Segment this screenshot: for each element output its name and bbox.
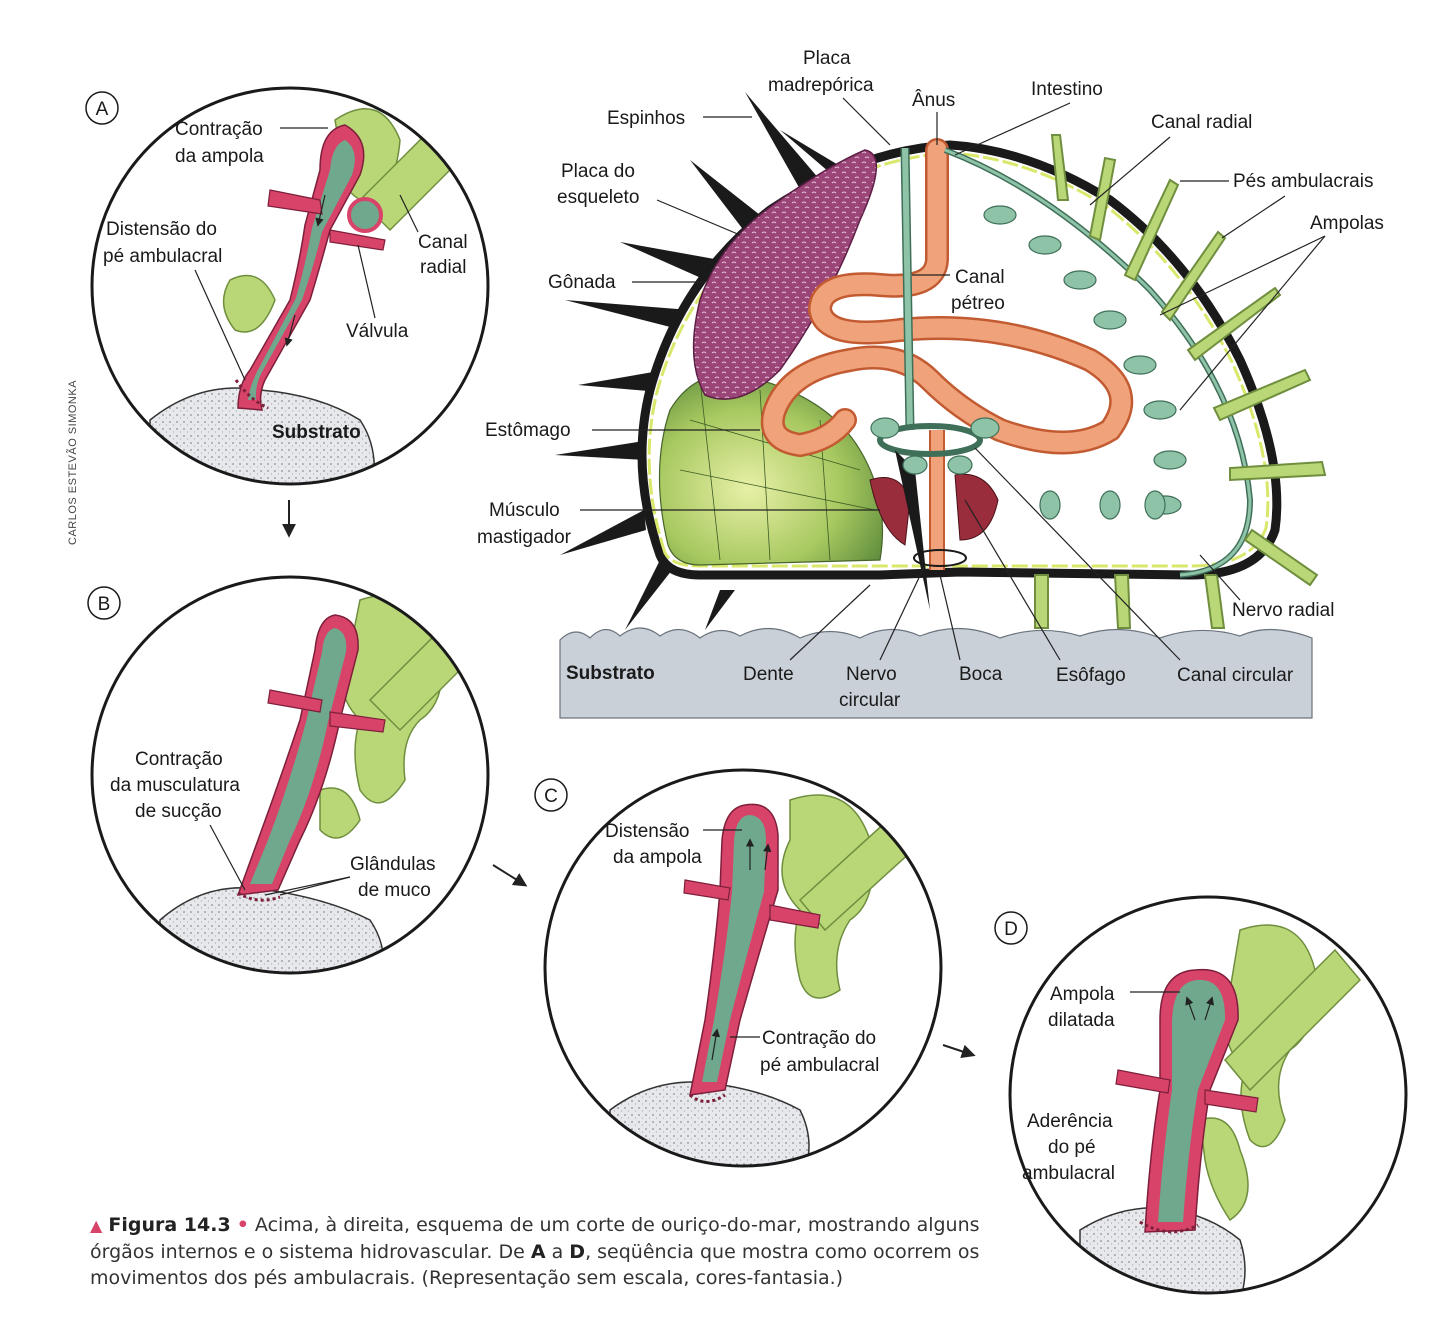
caption-text-1: Acima, à direita, esquema de um corte de… [90,1214,980,1263]
label-boca: Boca [959,664,1003,685]
credit-text: CARLOS ESTEVÃO SIMONKA [66,380,79,545]
label-anus: Ânus [912,89,955,111]
label-placa-esqueleto-2: esqueleto [557,187,639,208]
label-glandulas-b-1: Glândulas [350,854,436,875]
label-estomago: Estômago [485,420,571,441]
label-substrato-a: Substrato [272,422,361,443]
label-ampola-d-2: dilatada [1048,1010,1115,1031]
label-valvula-a: Válvula [346,321,409,342]
label-distensao-c-1: Distensão [605,821,690,842]
label-substrato-main: Substrato [566,663,655,684]
caption-bold-d: D [569,1241,586,1263]
tube-feet-bottom [1034,574,1226,629]
label-canal-radial-a-1: Canal [418,232,468,253]
label-nervo-circular-1: Nervo [846,664,897,685]
main-substrate [559,627,1313,719]
mastigator-muscle-right [954,473,999,541]
ampulla-blob-a2 [222,274,276,333]
label-contracao-c-1: Contração do [762,1028,876,1049]
panel-c: C Distensão da ampola Contração do pé am… [534,768,943,1168]
caption-title: Figura 14.3 [108,1214,231,1236]
label-dente: Dente [743,664,794,685]
label-contracao-ampola-a-1: Contração [175,119,263,140]
label-placa-madreporica-1: Placa [803,48,851,69]
spines [555,92,855,630]
radial-canal-d [1223,948,1362,1092]
label-placa-madreporica-2: madrepórica [768,75,874,96]
label-aderencia-d-3: ambulacral [1022,1163,1115,1184]
panel-letter-b: B [98,594,111,615]
label-contracao-b-2: da musculatura [110,775,240,796]
label-nervo-radial: Nervo radial [1232,600,1334,621]
caption-bold-a: A [530,1241,546,1263]
label-canal-petreo-1: Canal [955,267,1005,288]
label-contracao-ampola-a-2: da ampola [175,146,264,167]
label-musculo-1: Músculo [489,500,560,521]
label-gonada: Gônada [548,272,616,293]
panel-b: B Contração da musculatura de sucção Glâ… [87,575,490,975]
label-contracao-b-1: Contração [135,749,223,770]
label-esofago: Esôfago [1056,665,1126,686]
caption-text-2: a [551,1241,564,1263]
arrow-b-to-c [492,864,528,887]
label-canal-petreo-2: pétreo [951,293,1005,314]
panel-letter-d: D [1004,919,1018,940]
label-distensao-a-1: Distensão do [106,219,217,240]
figure-caption: ▲ Figura 14.3 • Acima, à direita, esquem… [90,1212,1020,1291]
label-espinhos: Espinhos [607,108,685,129]
label-distensao-a-2: pé ambulacral [103,246,222,267]
label-canal-radial: Canal radial [1151,112,1252,133]
label-placa-esqueleto-1: Placa do [561,161,635,182]
label-pes-ambulacrais: Pés ambulacrais [1233,171,1373,192]
mastigator-muscle-left [869,477,911,546]
arrow-c-to-d [942,1044,976,1059]
gonad [692,149,877,400]
label-aderencia-d-2: do pé [1048,1137,1096,1158]
label-ampola-d-1: Ampola [1050,984,1115,1005]
urchin-section: Espinhos Placa madrepórica Ânus Intestin… [477,48,1384,719]
caption-bullet: • [236,1214,249,1236]
label-contracao-b-3: de sucção [135,801,222,822]
label-musculo-2: mastigador [477,527,572,548]
label-nervo-circular-2: circular [839,690,901,711]
panel-d: D Ampola dilatada Aderência do pé ambula… [994,895,1408,1295]
label-aderencia-d-1: Aderência [1027,1111,1113,1132]
label-glandulas-b-2: de muco [358,880,431,901]
tube-feet-right [1050,134,1327,587]
label-distensao-c-2: da ampola [613,847,702,868]
label-intestino: Intestino [1031,79,1103,100]
caption-text-3: , seqüência que mostra como ocorrem os m… [90,1241,980,1289]
label-canal-circular: Canal circular [1177,665,1294,686]
panel-letter-c: C [544,786,558,807]
label-contracao-c-2: pé ambulacral [760,1055,879,1076]
label-canal-radial-a-2: radial [420,257,466,278]
caption-triangle-icon: ▲ [90,1216,103,1235]
label-ampolas: Ampolas [1310,213,1384,234]
panel-letter-a: A [96,99,109,120]
panel-a: A Contração da ampola Distensão do pé am… [85,86,490,486]
tooth [895,450,930,610]
